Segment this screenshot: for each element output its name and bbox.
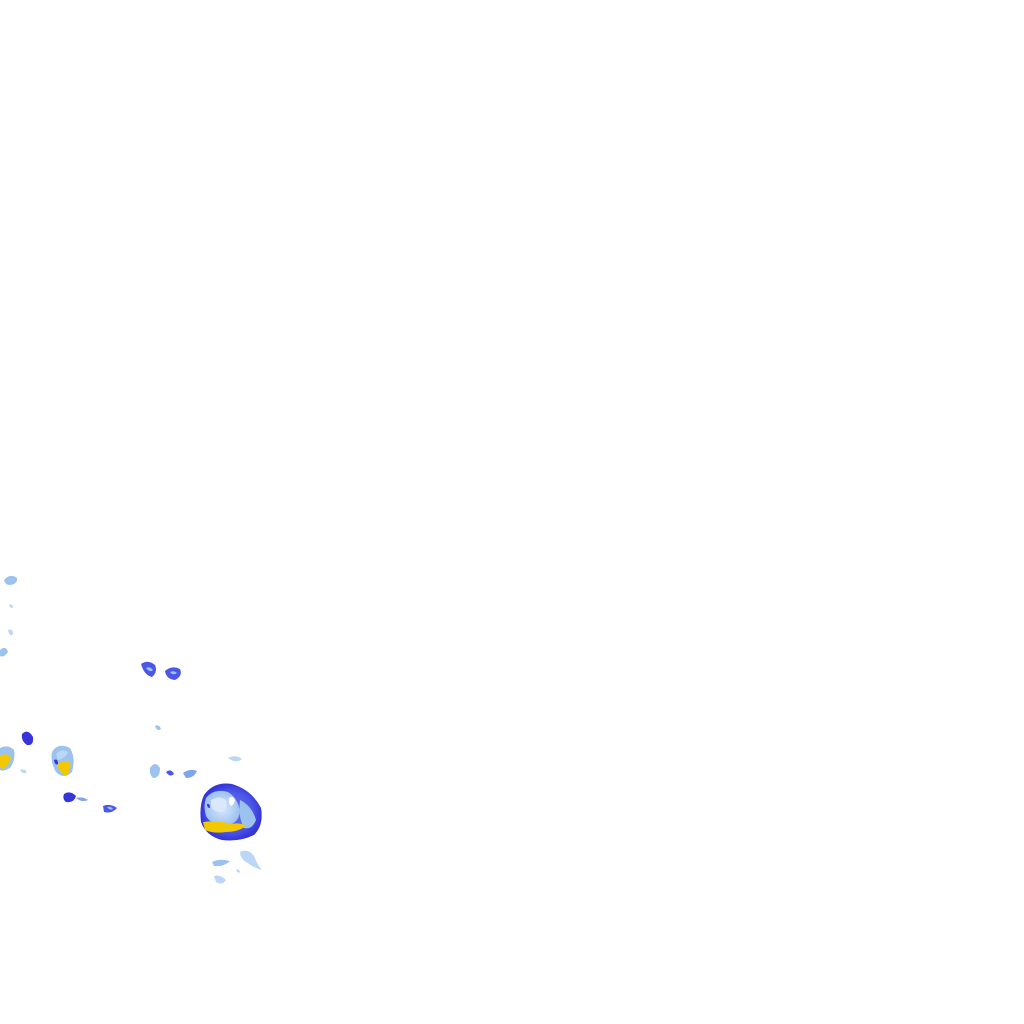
echo-cell-west-central — [51, 745, 74, 776]
echo-cells-southwest — [63, 792, 117, 813]
echo-scatter-central — [20, 756, 242, 778]
echo-trail-south — [212, 850, 262, 884]
echo-cell-west — [0, 746, 15, 771]
echo-dark-small-west — [21, 731, 34, 746]
echo-cells-north-central — [141, 661, 181, 680]
storm-cell-main — [200, 783, 262, 841]
echo-northwest-edge — [0, 575, 18, 657]
echo-tiny-center — [155, 725, 161, 730]
